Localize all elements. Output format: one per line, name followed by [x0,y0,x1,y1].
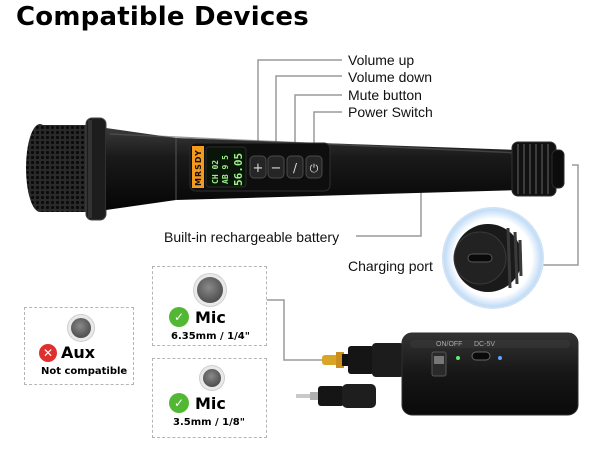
check-circle-icon: ✓ [169,393,189,413]
mic-35-label: Mic [195,393,226,413]
lcd-line-1: CH 02 [211,160,220,184]
power-switch-label: Power Switch [348,104,433,120]
volume-down-button[interactable]: − [267,155,285,179]
plug-connector-line [267,299,322,361]
mic-635-compat-card: ✓ Mic 6.35mm / 1/4" [152,266,267,346]
power-led-icon [456,356,460,360]
power-switch-button[interactable]: ⏻ [305,155,323,179]
charging-port-closeup [442,207,544,309]
mic-635-size: 6.35mm / 1/4" [171,331,250,342]
volume-down-label: Volume down [348,69,433,85]
aux-note: Not compatible [41,366,128,377]
check-circle-icon: ✓ [169,307,189,327]
charging-port-label: Charging port [348,258,433,274]
dc-port-icon [471,351,491,361]
volume-up-button[interactable]: + [249,155,267,179]
mute-line [294,94,342,155]
minus-icon: − [271,161,282,176]
volume-up-line [257,59,342,155]
microphone-handle [106,128,565,210]
adapter-3-5mm [296,384,376,408]
power-line [313,111,342,155]
lcd-display [205,146,247,188]
mute-slash-icon: / [293,161,298,175]
aux-jack-hole-icon [71,318,91,338]
plug-6-35mm [322,343,404,377]
plus-icon: + [253,161,264,176]
lcd-line-3: 56.05 [232,153,245,186]
mic-35-compat-card: ✓ Mic 3.5mm / 1/8" [152,358,267,438]
battery-line [356,173,422,237]
mic-35-jack-hole-icon [203,369,221,387]
volume-down-line [275,75,342,155]
mic-35-status-row: ✓ Mic [169,393,226,413]
mic-buttons: + − / ⏻ [249,155,323,179]
callout-lines [257,59,579,266]
volume-up-label: Volume up [348,52,415,68]
brand-strip [192,146,204,188]
mic-635-status-row: ✓ Mic [169,307,226,327]
power-icon: ⏻ [310,162,319,175]
lcd-line-2: AB 9 5 [221,155,230,184]
receiver-unit: ON/OFF DC-5V [401,332,579,416]
signal-led-icon [498,356,502,360]
x-circle-icon: ✕ [39,343,57,362]
aux-compat-card: ✕ Aux Not compatible [24,307,134,385]
battery-label: Built-in rechargeable battery [164,229,340,245]
brand-logo: MRSDY [194,149,203,186]
aux-status-row: ✕ Aux [39,343,95,362]
on-off-label: ON/OFF [436,341,462,348]
page-title: Compatible Devices [16,2,309,32]
mute-button[interactable]: / [286,155,304,179]
microphone-head [26,117,107,221]
charging-port-line [540,164,579,266]
mic-635-label: Mic [195,307,226,327]
dc-label: DC-5V [474,341,495,348]
usb-c-port-icon [467,253,493,263]
mic-35-size: 3.5mm / 1/8" [173,417,245,428]
aux-label: Aux [61,343,96,362]
mute-button-label: Mute button [348,87,422,103]
mic-635-jack-hole-icon [197,277,223,303]
